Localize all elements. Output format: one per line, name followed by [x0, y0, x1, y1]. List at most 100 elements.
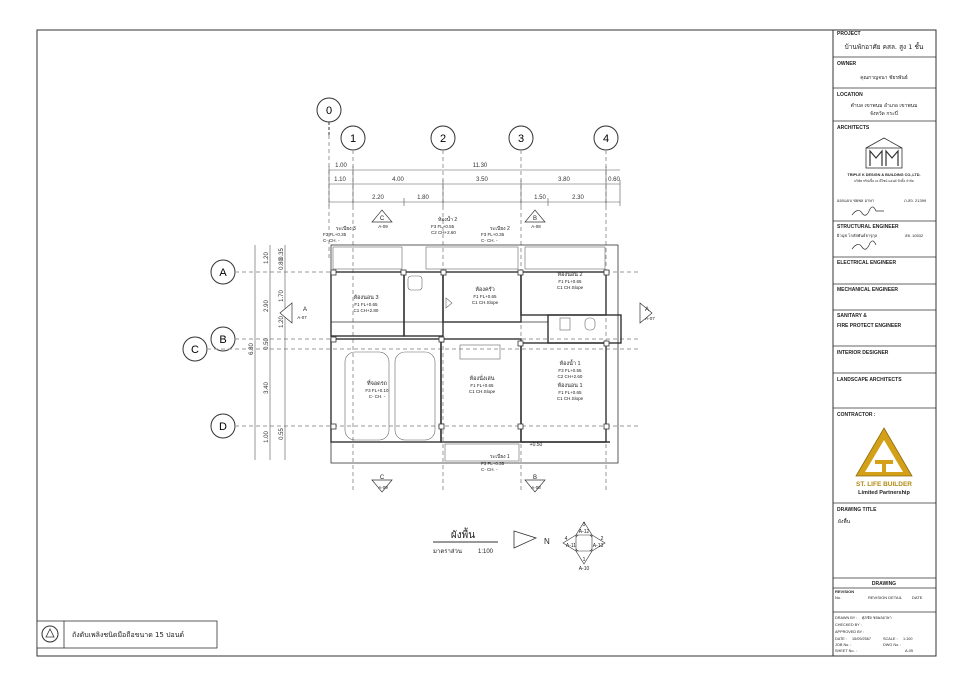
architects-label: ARCHITECTS	[837, 125, 870, 131]
svg-text:A-07: A-07	[645, 316, 655, 321]
checked-by: CHECKED BY :	[835, 623, 862, 627]
balcony-2: ระเบียง 2 F3 FL+0.35 C- CH. -	[481, 225, 510, 243]
fire-extinguisher-icon	[41, 625, 59, 643]
sdim-3: 0.35	[279, 248, 285, 260]
svg-text:A-09: A-09	[378, 224, 388, 229]
level-mark: +0.50	[530, 442, 543, 448]
project-label: PROJECT	[837, 31, 861, 37]
svg-text:F1 FL+0.65: F1 FL+0.65	[558, 279, 582, 284]
contractor-sub: Limited Partnership	[858, 490, 910, 496]
dim-3-50: 3.50	[476, 177, 488, 183]
svg-text:F3 FL+0.10: F3 FL+0.10	[365, 388, 389, 393]
owner-label: OWNER	[837, 61, 857, 67]
sheet-no: SHEET No. :	[835, 649, 857, 653]
svg-text:F3 FL+0.35: F3 FL+0.35	[323, 232, 347, 237]
structural-label: STRUCTURAL ENGINEER	[837, 224, 899, 230]
sdim-10: 1.00	[264, 431, 270, 443]
landscape-label: LANDSCAPE ARCHITECTS	[837, 377, 902, 383]
sdim-4: 1.70	[279, 290, 285, 302]
dim-1-00: 1.00	[335, 163, 347, 169]
svg-text:F1 FL+0.65: F1 FL+0.65	[558, 390, 582, 395]
svg-text:C1 CH.Slope: C1 CH.Slope	[469, 389, 496, 394]
grid-row-D: D	[219, 421, 227, 433]
svg-text:2: 2	[601, 536, 604, 542]
svg-text:ห้องครัว: ห้องครัว	[475, 286, 494, 293]
section-marker-c-top: C A-09	[371, 209, 393, 229]
drawing-title-label: DRAWING TITLE	[837, 507, 877, 513]
section-marker-b-bottom: B A-08	[524, 475, 546, 493]
dim-4-00: 4.00	[392, 177, 404, 183]
svg-text:C: C	[380, 216, 385, 222]
balcony-3: ระเบียง 3 F3 FL+0.35 C- CH. -	[323, 225, 356, 243]
architect-license: ภ-สถ. 21399	[904, 198, 927, 203]
drawn-by-value: ศุภชัย ชยพลอาษา	[862, 615, 892, 621]
svg-text:N: N	[544, 537, 550, 546]
section-marker-c-bottom: C A-09	[371, 475, 393, 493]
sdim-8: 6.80	[249, 343, 255, 355]
sheet-border	[36, 29, 937, 657]
contractor-logo-icon	[855, 427, 913, 477]
svg-text:A-10: A-10	[579, 566, 590, 572]
mechanical-label: MECHANICAL ENGINEER	[837, 287, 898, 293]
room-bathroom-1: ห้องน้ำ 1 F3 FL+0.55 C2 CH+2.60	[558, 359, 583, 379]
svg-text:C2 CH+2.60: C2 CH+2.60	[558, 374, 583, 379]
svg-text:A: A	[303, 307, 307, 313]
dim-1-10: 1.10	[334, 177, 346, 183]
svg-text:ห้องนั่งเล่น: ห้องนั่งเล่น	[469, 374, 494, 382]
firm-logo-icon	[865, 137, 903, 169]
svg-text:F3 FL+0.55: F3 FL+0.55	[558, 368, 582, 373]
plan-title-block: ผังพื้น มาตราส่วน 1:100	[433, 527, 498, 555]
location-value-2: จังหวัด กระบี่	[870, 110, 898, 117]
svg-text:ถังดับเพลิงชนิดมือถือขนาด 15 ป: ถังดับเพลิงชนิดมือถือขนาด 15 ปอนด์	[72, 631, 184, 639]
svg-text:A-08: A-08	[531, 485, 541, 490]
drawn-by: DRAWN BY :	[835, 616, 857, 620]
svg-text:ที่จอดรถ: ที่จอดรถ	[367, 379, 387, 387]
architect-signature	[851, 206, 884, 216]
svg-text:A-07: A-07	[297, 315, 307, 320]
drawing-label: DRAWING	[872, 581, 896, 587]
svg-text:C1 CH.Slope: C1 CH.Slope	[557, 396, 584, 401]
room-living: ห้องนั่งเล่น F1 FL+0.65 C1 CH.Slope	[469, 374, 496, 394]
balcony-outlines	[332, 246, 606, 462]
grid-col-2: 2	[440, 133, 446, 145]
architect-line: ออกแบบ ชยพล อาษา	[837, 198, 874, 203]
scale-value: 1:100	[903, 637, 913, 641]
sdim-5: 2.90	[264, 300, 270, 312]
svg-text:ระเบียง 2: ระเบียง 2	[490, 225, 510, 232]
side-dimensions: 1.20 0.80 0.35 1.70 2.90 1.20 0.50 6.80 …	[249, 245, 286, 460]
grid-row-A: A	[219, 267, 227, 279]
grid-row-C: C	[191, 344, 199, 356]
furniture	[344, 275, 596, 441]
top-dimensions: 1.00 11.30 1.10 4.00 3.50 3.80 0.60 2.20…	[328, 163, 620, 206]
elevation-key-icon: 3 A-12 A-11 4 2 A-13 1 A-10	[562, 521, 606, 572]
rev-no: No.	[835, 595, 841, 600]
owner-value: คุณกาญจนา ชัยรพันธ์	[860, 74, 908, 81]
contractor-name: ST. LIFE BUILDER	[856, 481, 912, 488]
plan-title: ผังพื้น	[451, 527, 475, 541]
svg-text:F3 FL+0.35: F3 FL+0.35	[481, 232, 505, 237]
svg-text:ห้องนอน 3: ห้องนอน 3	[353, 294, 378, 301]
floor-plan-walls	[330, 244, 622, 464]
svg-text:A-11: A-11	[566, 543, 576, 549]
svg-text:A-08: A-08	[531, 224, 541, 229]
svg-text:A-12: A-12	[579, 529, 590, 535]
job-no: JOB No. :	[835, 643, 851, 647]
dim-0-60: 0.60	[608, 177, 620, 183]
approved-by: APPROVED BY :	[835, 630, 864, 634]
fire-extinguisher-note: ถังดับเพลิงชนิดมือถือขนาด 15 ปอนด์	[36, 620, 218, 649]
interior-label: INTERIOR DESIGNER	[837, 350, 889, 356]
svg-text:C- CH. -: C- CH. -	[481, 238, 498, 243]
svg-text:C- CH. -: C- CH. -	[369, 394, 386, 399]
svg-text:1: 1	[583, 557, 586, 563]
sdim-11: 0.55	[279, 428, 285, 440]
grid-col-1: 1	[350, 133, 356, 145]
grid-col-4: 4	[603, 133, 609, 145]
date-label: DATE :	[835, 637, 847, 641]
section-marker-a-left: A A-07	[279, 302, 307, 324]
svg-text:ห้องน้ำ 2: ห้องน้ำ 2	[438, 214, 457, 223]
date-value: 15/09/2567	[852, 637, 871, 641]
grid-bubbles-columns: 0 1 2 3 4	[316, 97, 619, 490]
structural-license: สย. 10532	[905, 233, 924, 238]
grid-col-0: 0	[326, 105, 332, 117]
svg-text:F1 FL+0.65: F1 FL+0.65	[473, 294, 497, 299]
